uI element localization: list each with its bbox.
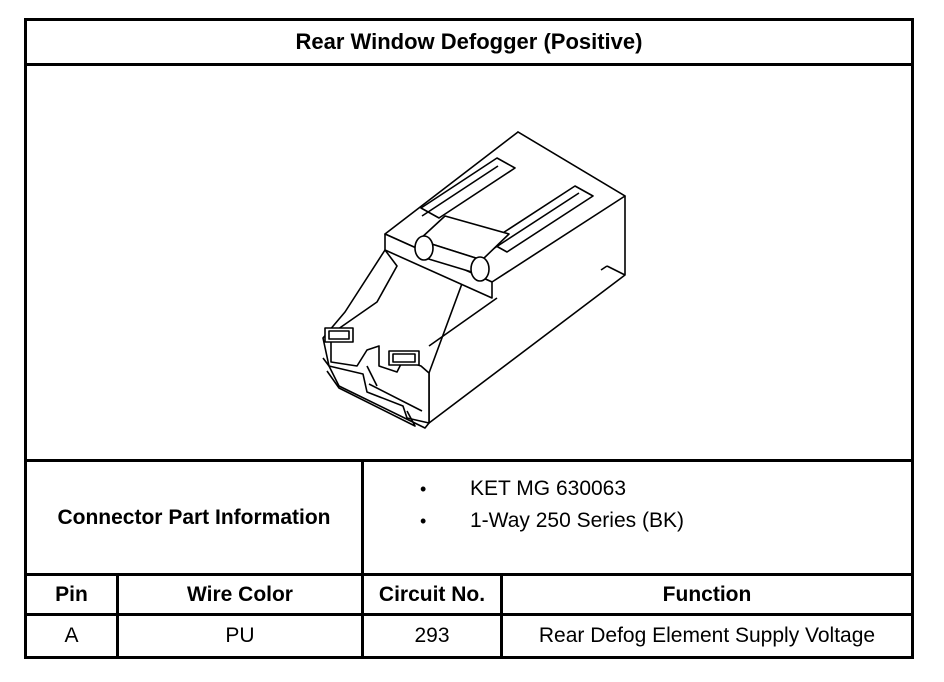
header-pin: Pin <box>27 576 119 616</box>
cell-function: Rear Defog Element Supply Voltage <box>538 624 876 647</box>
cell-circuit-no: 293 <box>364 616 503 656</box>
sheet-title: Rear Window Defogger (Positive) <box>27 21 911 66</box>
header-function: Function <box>503 576 911 616</box>
bullet-icon: • <box>420 478 427 499</box>
part-number: KET MG 630063 <box>470 477 627 500</box>
header-circuit-no: Circuit No. <box>364 576 503 616</box>
connector-info-sheet: Rear Window Defogger (Positive) <box>24 18 914 659</box>
connector-part-info-label: Connector Part Information <box>27 462 364 573</box>
part-series: 1-Way 250 Series (BK) <box>470 509 684 532</box>
header-wire-color: Wire Color <box>119 576 364 616</box>
pinout-table: Pin Wire Color Circuit No. Function A PU… <box>27 576 911 656</box>
cell-wire-color: PU <box>119 616 364 656</box>
bullet-icon: • <box>420 510 427 531</box>
connector-illustration <box>27 66 911 459</box>
connector-part-list: • KET MG 630063 • 1-Way 250 Series (BK) <box>364 462 911 573</box>
connector-drawing <box>322 131 626 429</box>
part-item: • KET MG 630063 <box>420 474 626 504</box>
connector-part-info-row: Connector Part Information • KET MG 6300… <box>27 459 911 576</box>
part-item: • 1-Way 250 Series (BK) <box>420 506 684 536</box>
cell-pin: A <box>27 616 119 656</box>
